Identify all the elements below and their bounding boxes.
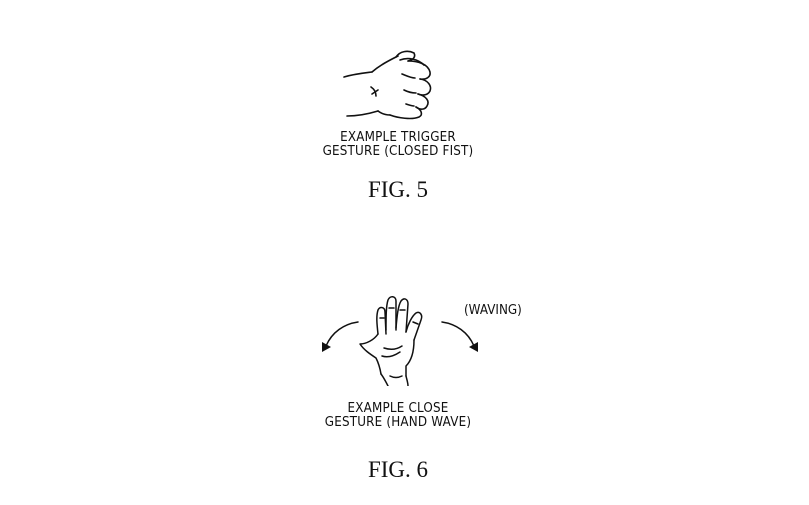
- fig5-label: FIG. 5: [367, 177, 429, 202]
- left-wave-arrow-icon: [322, 321, 359, 352]
- fig6-caption: EXAMPLE CLOSE GESTURE (HAND WAVE): [32, 402, 764, 430]
- fig6-label: FIG. 6: [367, 457, 429, 482]
- fig6-caption-line2: GESTURE (HAND WAVE): [324, 415, 472, 430]
- fig5-caption: EXAMPLE TRIGGER GESTURE (CLOSED FIST): [32, 131, 764, 159]
- open-hand-icon: [359, 296, 423, 386]
- right-wave-arrow-icon: [441, 321, 478, 352]
- fig5-caption-line1: EXAMPLE TRIGGER: [340, 130, 456, 145]
- figure-5: EXAMPLE TRIGGER GESTURE (CLOSED FIST) FI…: [0, 0, 809, 230]
- waving-annotation: (WAVING): [464, 303, 522, 318]
- fig5-caption-line2: GESTURE (CLOSED FIST): [322, 144, 474, 159]
- closed-fist-icon: [343, 50, 432, 120]
- fig6-caption-line1: EXAMPLE CLOSE: [347, 401, 449, 416]
